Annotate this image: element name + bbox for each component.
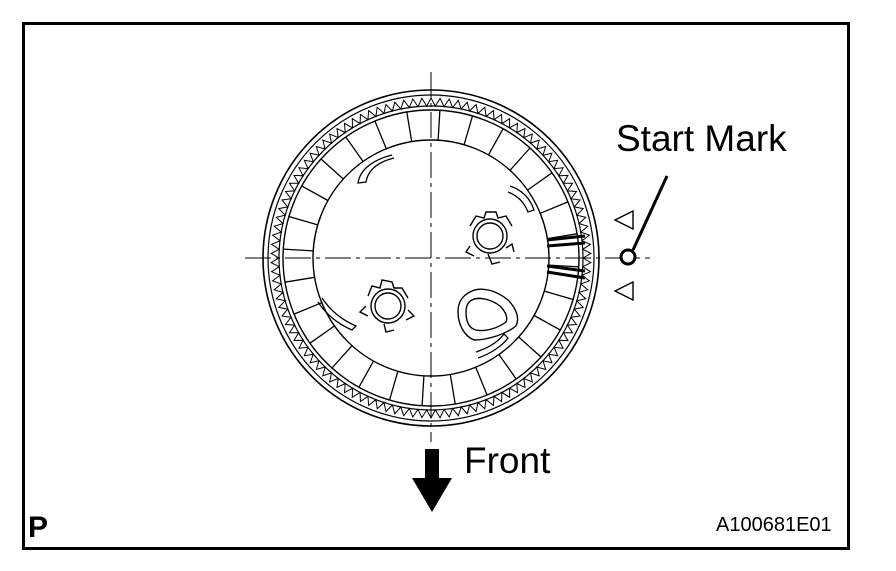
inner-clips [317,154,535,359]
segment-divider [288,215,318,226]
segment-divider [475,366,488,396]
segment-divider [487,128,504,156]
segment-divider [463,115,474,145]
segment-divider [283,248,314,252]
segment-divider [320,158,344,180]
segment-divider [358,360,375,388]
segment-divider [388,371,399,401]
segment-divider [533,314,561,331]
segment-divider [293,302,323,315]
segment-divider [547,233,578,240]
segment-divider [518,336,542,358]
retainer-clip-upper [464,211,515,265]
figure-frame [22,22,850,550]
segment-divider [406,111,413,142]
figure-id: A100681E01 [716,514,832,536]
segment-divider [284,276,315,283]
segment-divider [331,345,353,369]
segment-divider [544,290,574,301]
retainer-clip-lower [358,279,416,333]
panel-letter: P [28,511,49,544]
segment-divider [437,110,441,141]
triangle-left-icon-lower [613,280,634,302]
start-mark-slots [546,234,586,280]
circle-marker-icon [619,248,637,266]
start-mark-label: Start Mark [616,118,787,159]
d-shaped-boss [457,288,519,341]
segment-divider [449,374,456,405]
segment-divider [527,172,553,191]
center-lines [245,72,650,442]
segment-divider [498,354,517,380]
segment-divider [539,201,569,214]
segment-divider [374,120,387,150]
segment-divider [345,136,364,162]
segment-dividers [283,110,579,406]
segment-divider [421,375,425,406]
segment-divider [509,147,531,171]
segment-divider [309,325,335,344]
arrow-down-icon [412,449,452,512]
triangle-left-icon [613,209,634,231]
start-mark-leader [631,175,669,251]
front-label: Front [464,440,551,481]
segment-divider [301,185,329,202]
